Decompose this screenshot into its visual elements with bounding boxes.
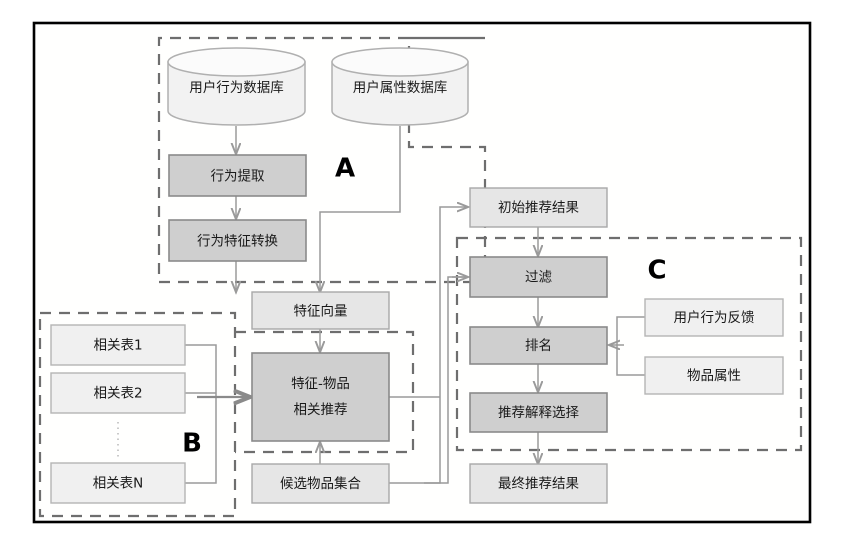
connector-table1-bus xyxy=(185,344,217,397)
node-item-attribute-label: 物品属性 xyxy=(687,368,741,384)
node-feature-item-recommend-label-line2: 相关推荐 xyxy=(294,402,348,418)
node-relation-table-1-label: 相关表1 xyxy=(93,338,142,354)
node-relation-table-n[interactable]: 相关表N xyxy=(50,462,186,504)
node-relation-table-1[interactable]: 相关表1 xyxy=(50,324,186,366)
datastore-user-attribute-db-label: 用户属性数据库 xyxy=(353,79,448,96)
connector-attributedb-to-featurevector xyxy=(320,126,401,292)
node-feature-item-recommend-label-line1: 特征-物品 xyxy=(291,376,350,392)
datastore-user-behavior-db[interactable]: 用户行为数据库 xyxy=(167,47,306,126)
node-final-recommend-result[interactable]: 最终推荐结果 xyxy=(469,463,608,504)
node-ranking[interactable]: 排名 xyxy=(469,326,608,365)
group-b-boundary xyxy=(38,311,237,518)
datastore-user-behavior-db-label: 用户行为数据库 xyxy=(189,79,284,96)
group-c-boundary xyxy=(455,236,803,452)
node-behavior-extraction-label: 行为提取 xyxy=(211,169,265,185)
node-recommend-explanation-select-label: 推荐解释选择 xyxy=(498,405,579,421)
node-filter[interactable]: 过滤 xyxy=(469,256,608,298)
node-relation-table-n-label: 相关表N xyxy=(93,476,144,492)
node-candidate-item-set[interactable]: 候选物品集合 xyxy=(251,463,390,504)
node-recommend-explanation-select[interactable]: 推荐解释选择 xyxy=(469,392,608,433)
node-relation-table-2[interactable]: 相关表2 xyxy=(50,372,186,414)
group-letter-c: C xyxy=(647,256,666,286)
group-letter-b: B xyxy=(182,429,202,459)
connector-candidate-to-initialresult xyxy=(388,207,468,484)
node-user-behavior-feedback[interactable]: 用户行为反馈 xyxy=(644,298,784,337)
node-behavior-extraction[interactable]: 行为提取 xyxy=(168,154,307,197)
connector-feedback-bus xyxy=(616,316,645,345)
connector-tablen-bus xyxy=(185,397,217,484)
group-letter-a: A xyxy=(335,154,355,184)
node-behavior-feature-transform[interactable]: 行为特征转换 xyxy=(168,219,307,262)
node-final-recommend-result-label: 最终推荐结果 xyxy=(498,476,579,492)
node-user-behavior-feedback-label: 用户行为反馈 xyxy=(674,309,755,326)
datastore-user-attribute-db[interactable]: 用户属性数据库 xyxy=(331,47,469,126)
node-candidate-item-set-label: 候选物品集合 xyxy=(280,476,361,492)
node-relation-table-2-label: 相关表2 xyxy=(93,386,142,402)
node-item-attribute[interactable]: 物品属性 xyxy=(644,356,784,395)
node-initial-recommend-result-label: 初始推荐结果 xyxy=(498,199,579,216)
connector-itemattr-bus xyxy=(616,345,645,376)
node-feature-vector-label: 特征向量 xyxy=(294,304,348,320)
node-ranking-label: 排名 xyxy=(525,338,552,354)
node-feature-item-recommend[interactable]: 特征-物品 相关推荐 xyxy=(251,352,390,442)
node-feature-vector[interactable]: 特征向量 xyxy=(251,291,390,330)
node-behavior-feature-transform-label: 行为特征转换 xyxy=(197,234,278,250)
node-filter-label: 过滤 xyxy=(525,270,553,286)
node-initial-recommend-result[interactable]: 初始推荐结果 xyxy=(469,187,608,228)
